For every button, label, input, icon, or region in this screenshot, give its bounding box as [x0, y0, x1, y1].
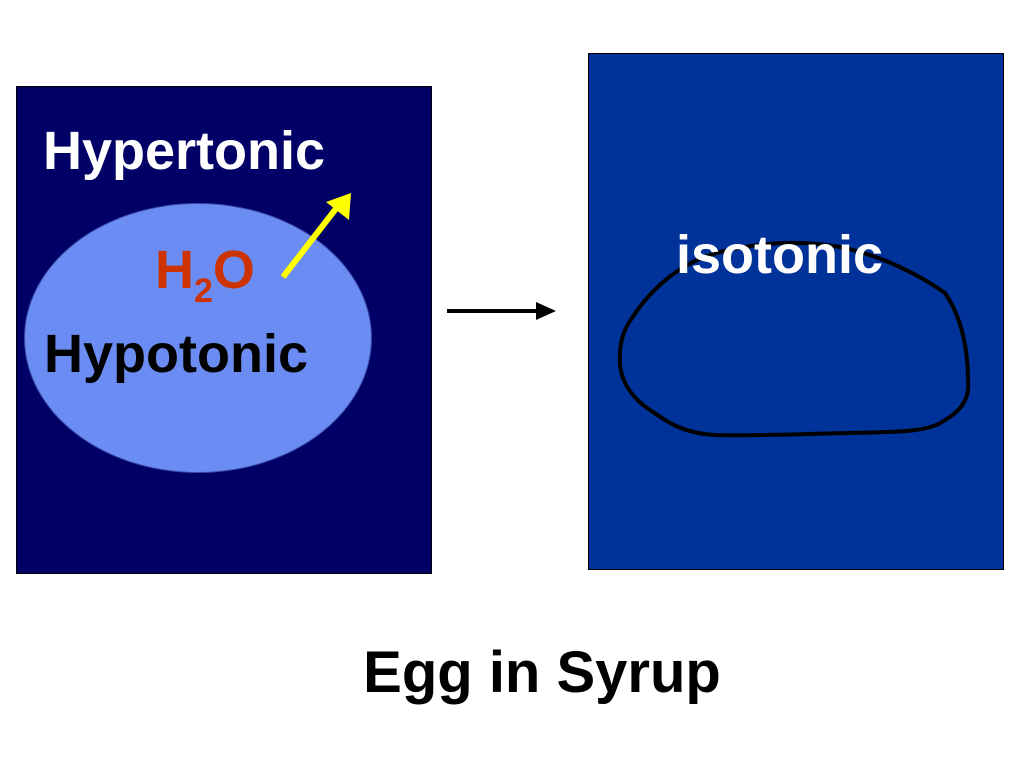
isotonic-label: isotonic: [676, 225, 884, 285]
slide-caption: Egg in Syrup: [363, 640, 721, 705]
hypotonic-label: Hypotonic: [44, 324, 308, 384]
water-molecule-label: H2O: [155, 240, 255, 308]
hypertonic-label: Hypertonic: [43, 121, 326, 181]
isotonic-solution-panel: [588, 53, 1004, 570]
arrow-right-icon: [447, 302, 556, 320]
water-molecule-h: H: [155, 240, 194, 300]
water-molecule-o: O: [212, 240, 255, 300]
water-molecule-subscript: 2: [194, 272, 213, 310]
